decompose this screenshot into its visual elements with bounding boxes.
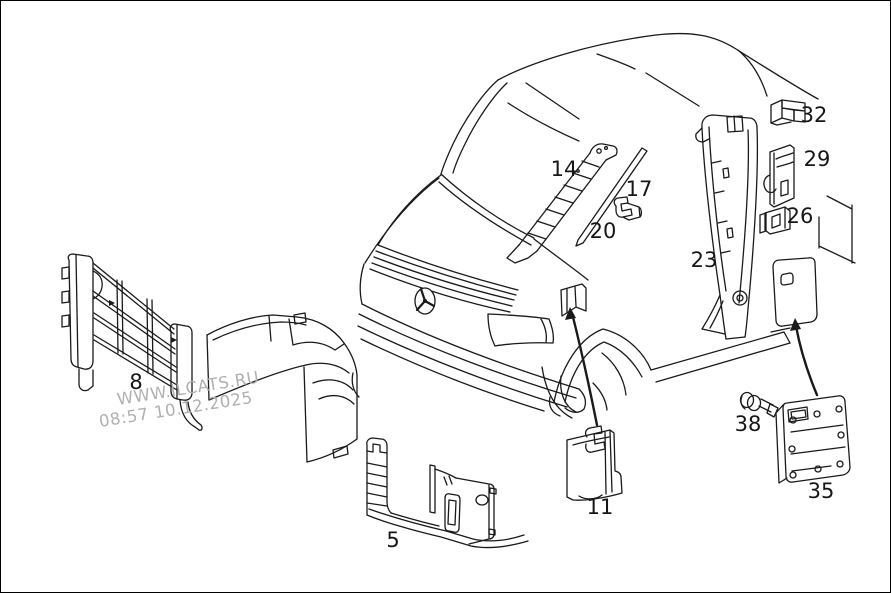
part-23-b-pillar-trim <box>695 114 759 340</box>
part-label-29: 29 <box>804 147 831 171</box>
part-29-bracket <box>763 144 795 208</box>
part-label-23: 23 <box>691 248 718 272</box>
part-label-38: 38 <box>735 412 762 436</box>
watermark: WWW.ILCATS.RU 08:57 10.12.2025 <box>98 368 261 431</box>
part-32-clip <box>770 99 806 126</box>
arrow-part-11 <box>565 307 599 427</box>
part-label-32: 32 <box>801 103 828 127</box>
body-mount-bracket <box>560 283 587 317</box>
part-11-pillar-trim-lower <box>566 425 623 501</box>
part-label-17: 17 <box>626 177 653 201</box>
part-26-clip <box>759 206 791 235</box>
part-label-26: 26 <box>787 204 814 228</box>
part-38-fastener <box>739 391 779 418</box>
part-35-panel <box>775 395 851 484</box>
part-label-11: 11 <box>587 495 614 519</box>
mercedes-star-icon <box>414 287 436 315</box>
part-17-clip <box>613 196 643 221</box>
part-label-14: 14 <box>551 157 578 181</box>
part-label-35: 35 <box>808 479 835 503</box>
part-label-20: 20 <box>590 219 617 243</box>
body-mount-panel <box>770 257 818 333</box>
wall-section-lines <box>818 195 856 264</box>
part-14-a-pillar-trim <box>506 143 618 264</box>
arrow-part-35 <box>790 318 819 397</box>
wheel-house-liner <box>206 312 358 463</box>
part-labels: 14 17 20 32 29 26 23 8 38 35 11 5 <box>129 103 834 552</box>
part-5-step-trim <box>366 437 529 549</box>
part-label-8: 8 <box>129 370 142 394</box>
part-20-trim-strip <box>575 147 648 247</box>
part-8-partition <box>61 253 203 431</box>
van-body-outline <box>351 32 819 419</box>
part-label-5: 5 <box>386 528 399 552</box>
